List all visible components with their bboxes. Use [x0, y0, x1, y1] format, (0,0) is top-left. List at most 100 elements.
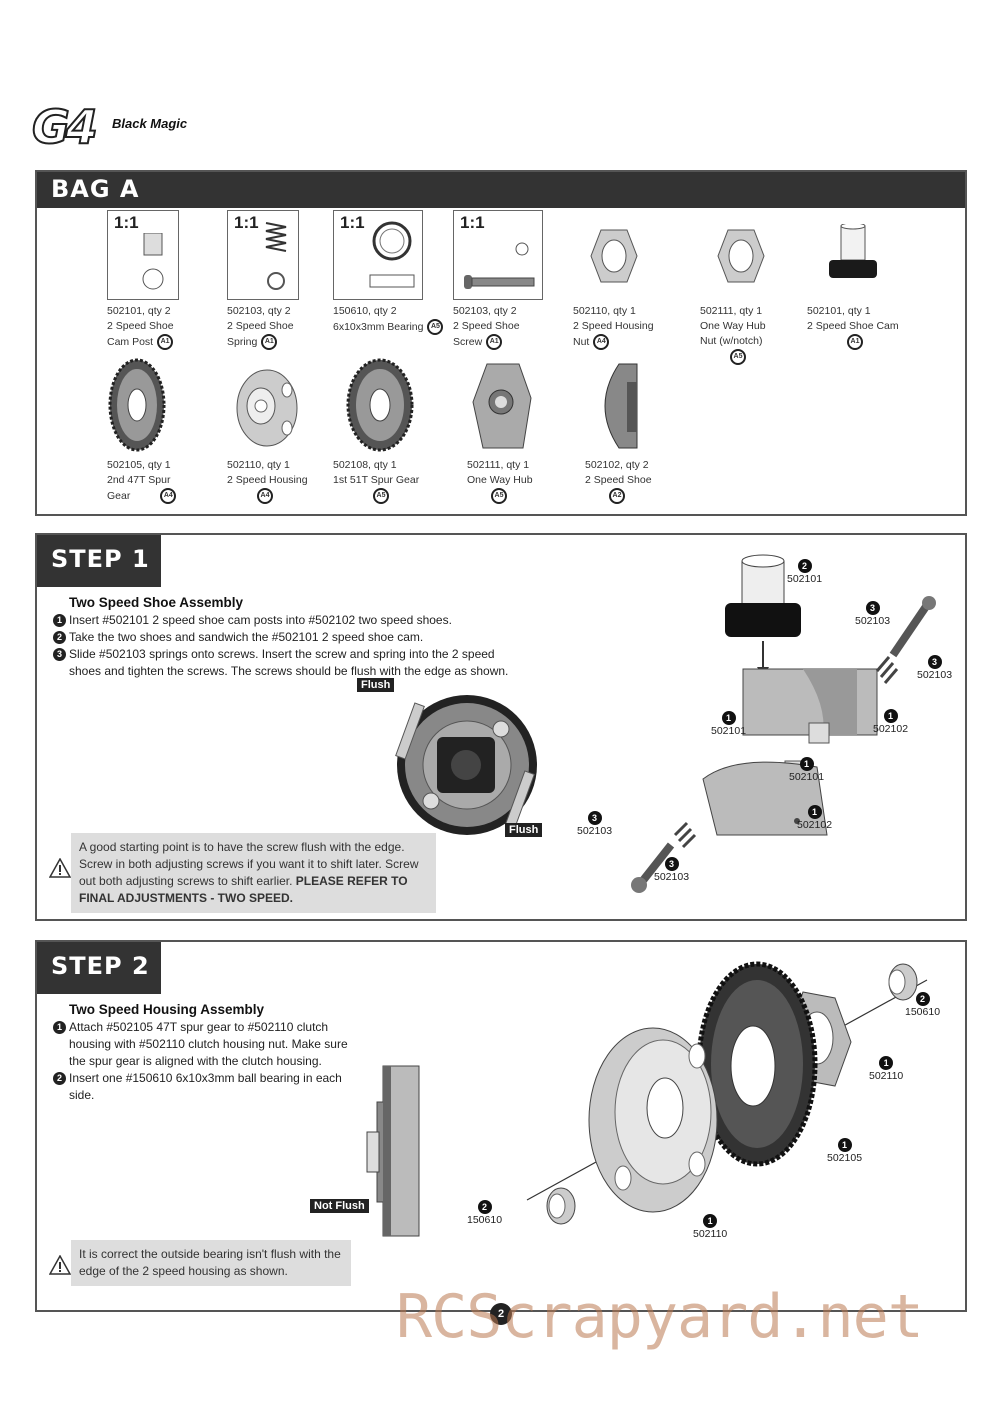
bag-tag: A5	[730, 349, 746, 365]
bag-tag: A5	[491, 488, 507, 504]
part-code: 502108, qty 1	[333, 459, 397, 471]
hex-nut-image	[590, 229, 638, 283]
part-502110-housing: 502110, qty 1 2 Speed Housing A4	[227, 358, 347, 504]
page-number: 2	[490, 1303, 512, 1325]
watermark: RCScrapyard.net	[396, 1282, 924, 1352]
part-desc: Nut (w/notch)	[700, 335, 763, 347]
part-image-area	[107, 358, 179, 454]
step-1-tab: STEP 1	[37, 535, 161, 587]
part-desc: 2nd 47T Spur	[107, 474, 171, 486]
part-image-area	[467, 358, 539, 454]
bag-tag: A5	[373, 488, 389, 504]
part-desc: 1st 51T Spur Gear	[333, 474, 420, 486]
part-desc: 2 Speed Shoe Cam	[807, 320, 899, 332]
part-code: 150610, qty 2	[333, 305, 397, 317]
part-code: 502110, qty 1	[227, 459, 290, 471]
step-2-note: It is correct the outside bearing isn't …	[71, 1240, 351, 1286]
scale-box: 1:1	[107, 210, 179, 300]
part-image-area	[333, 358, 414, 454]
shoe-assembly-exploded-diagram	[631, 554, 936, 893]
two-speed-housing-image	[236, 369, 298, 447]
housing-assembly-exploded-diagram	[526, 961, 928, 1225]
flush-closeup-image	[395, 695, 537, 835]
part-image-area	[227, 358, 299, 454]
g4-logo: G4 Black Magic	[31, 99, 232, 164]
screw-image	[464, 242, 535, 289]
part-desc: 2 Speed Shoe	[453, 320, 520, 332]
spring-image	[265, 222, 287, 290]
part-502108-spur-51t: 502108, qty 1 1st 51T Spur Gear A5	[333, 358, 453, 504]
two-speed-shoe-image	[604, 363, 638, 449]
bag-tag: A4	[593, 334, 610, 350]
part-code: 502101, qty 2	[107, 305, 171, 317]
step-1-title: Two Speed Shoe Assembly	[69, 595, 244, 610]
part-image-area	[585, 358, 657, 454]
part-image-area	[573, 210, 645, 300]
scale-label: 1:1	[114, 213, 139, 232]
part-desc: One Way Hub	[467, 474, 533, 486]
part-code: 502103, qty 2	[227, 305, 291, 317]
part-desc: One Way Hub	[700, 320, 766, 332]
warning-icon	[49, 1255, 71, 1275]
bag-title: BAG A	[51, 175, 140, 203]
part-code: 502111, qty 1	[467, 459, 530, 471]
one-way-hub-image	[472, 363, 532, 449]
hex-nut-notch-image	[717, 229, 765, 283]
bag-tag: A1	[157, 334, 174, 350]
part-code: 502105, qty 1	[107, 459, 171, 471]
part-image-area	[700, 210, 772, 300]
bearing-image	[369, 221, 415, 288]
bag-tag: A5	[427, 319, 444, 335]
scale-label: 1:1	[460, 213, 485, 232]
step-1-note: A good starting point is to have the scr…	[71, 833, 436, 913]
bag-tag: A2	[609, 488, 625, 504]
flush-label: Flush	[357, 678, 395, 692]
spur-gear-51t-image	[346, 358, 414, 452]
part-code: 502103, qty 2	[453, 305, 517, 317]
part-code: 502111, qty 1	[700, 305, 763, 317]
part-desc: 2 Speed Shoe	[585, 474, 652, 486]
scale-label: 1:1	[340, 213, 365, 232]
part-502102-shoe: 502102, qty 2 2 Speed Shoe A2	[585, 358, 705, 504]
part-code: 502102, qty 2	[585, 459, 649, 471]
bag-tag: A1	[847, 334, 863, 350]
part-502101-shoe-cam: 502101, qty 1 2 Speed Shoe Cam A1	[807, 210, 927, 350]
note-emphasis: PLEASE REFER TO FINAL ADJUSTMENTS - TWO …	[79, 874, 408, 905]
spur-gear-47t-image	[108, 358, 166, 452]
not-flush-label: Not Flush	[310, 1199, 369, 1213]
scale-label: 1:1	[234, 213, 259, 232]
part-502111-one-way-hub: 502111, qty 1 One Way Hub A5	[467, 358, 587, 504]
not-flush-side-view	[366, 1065, 420, 1237]
